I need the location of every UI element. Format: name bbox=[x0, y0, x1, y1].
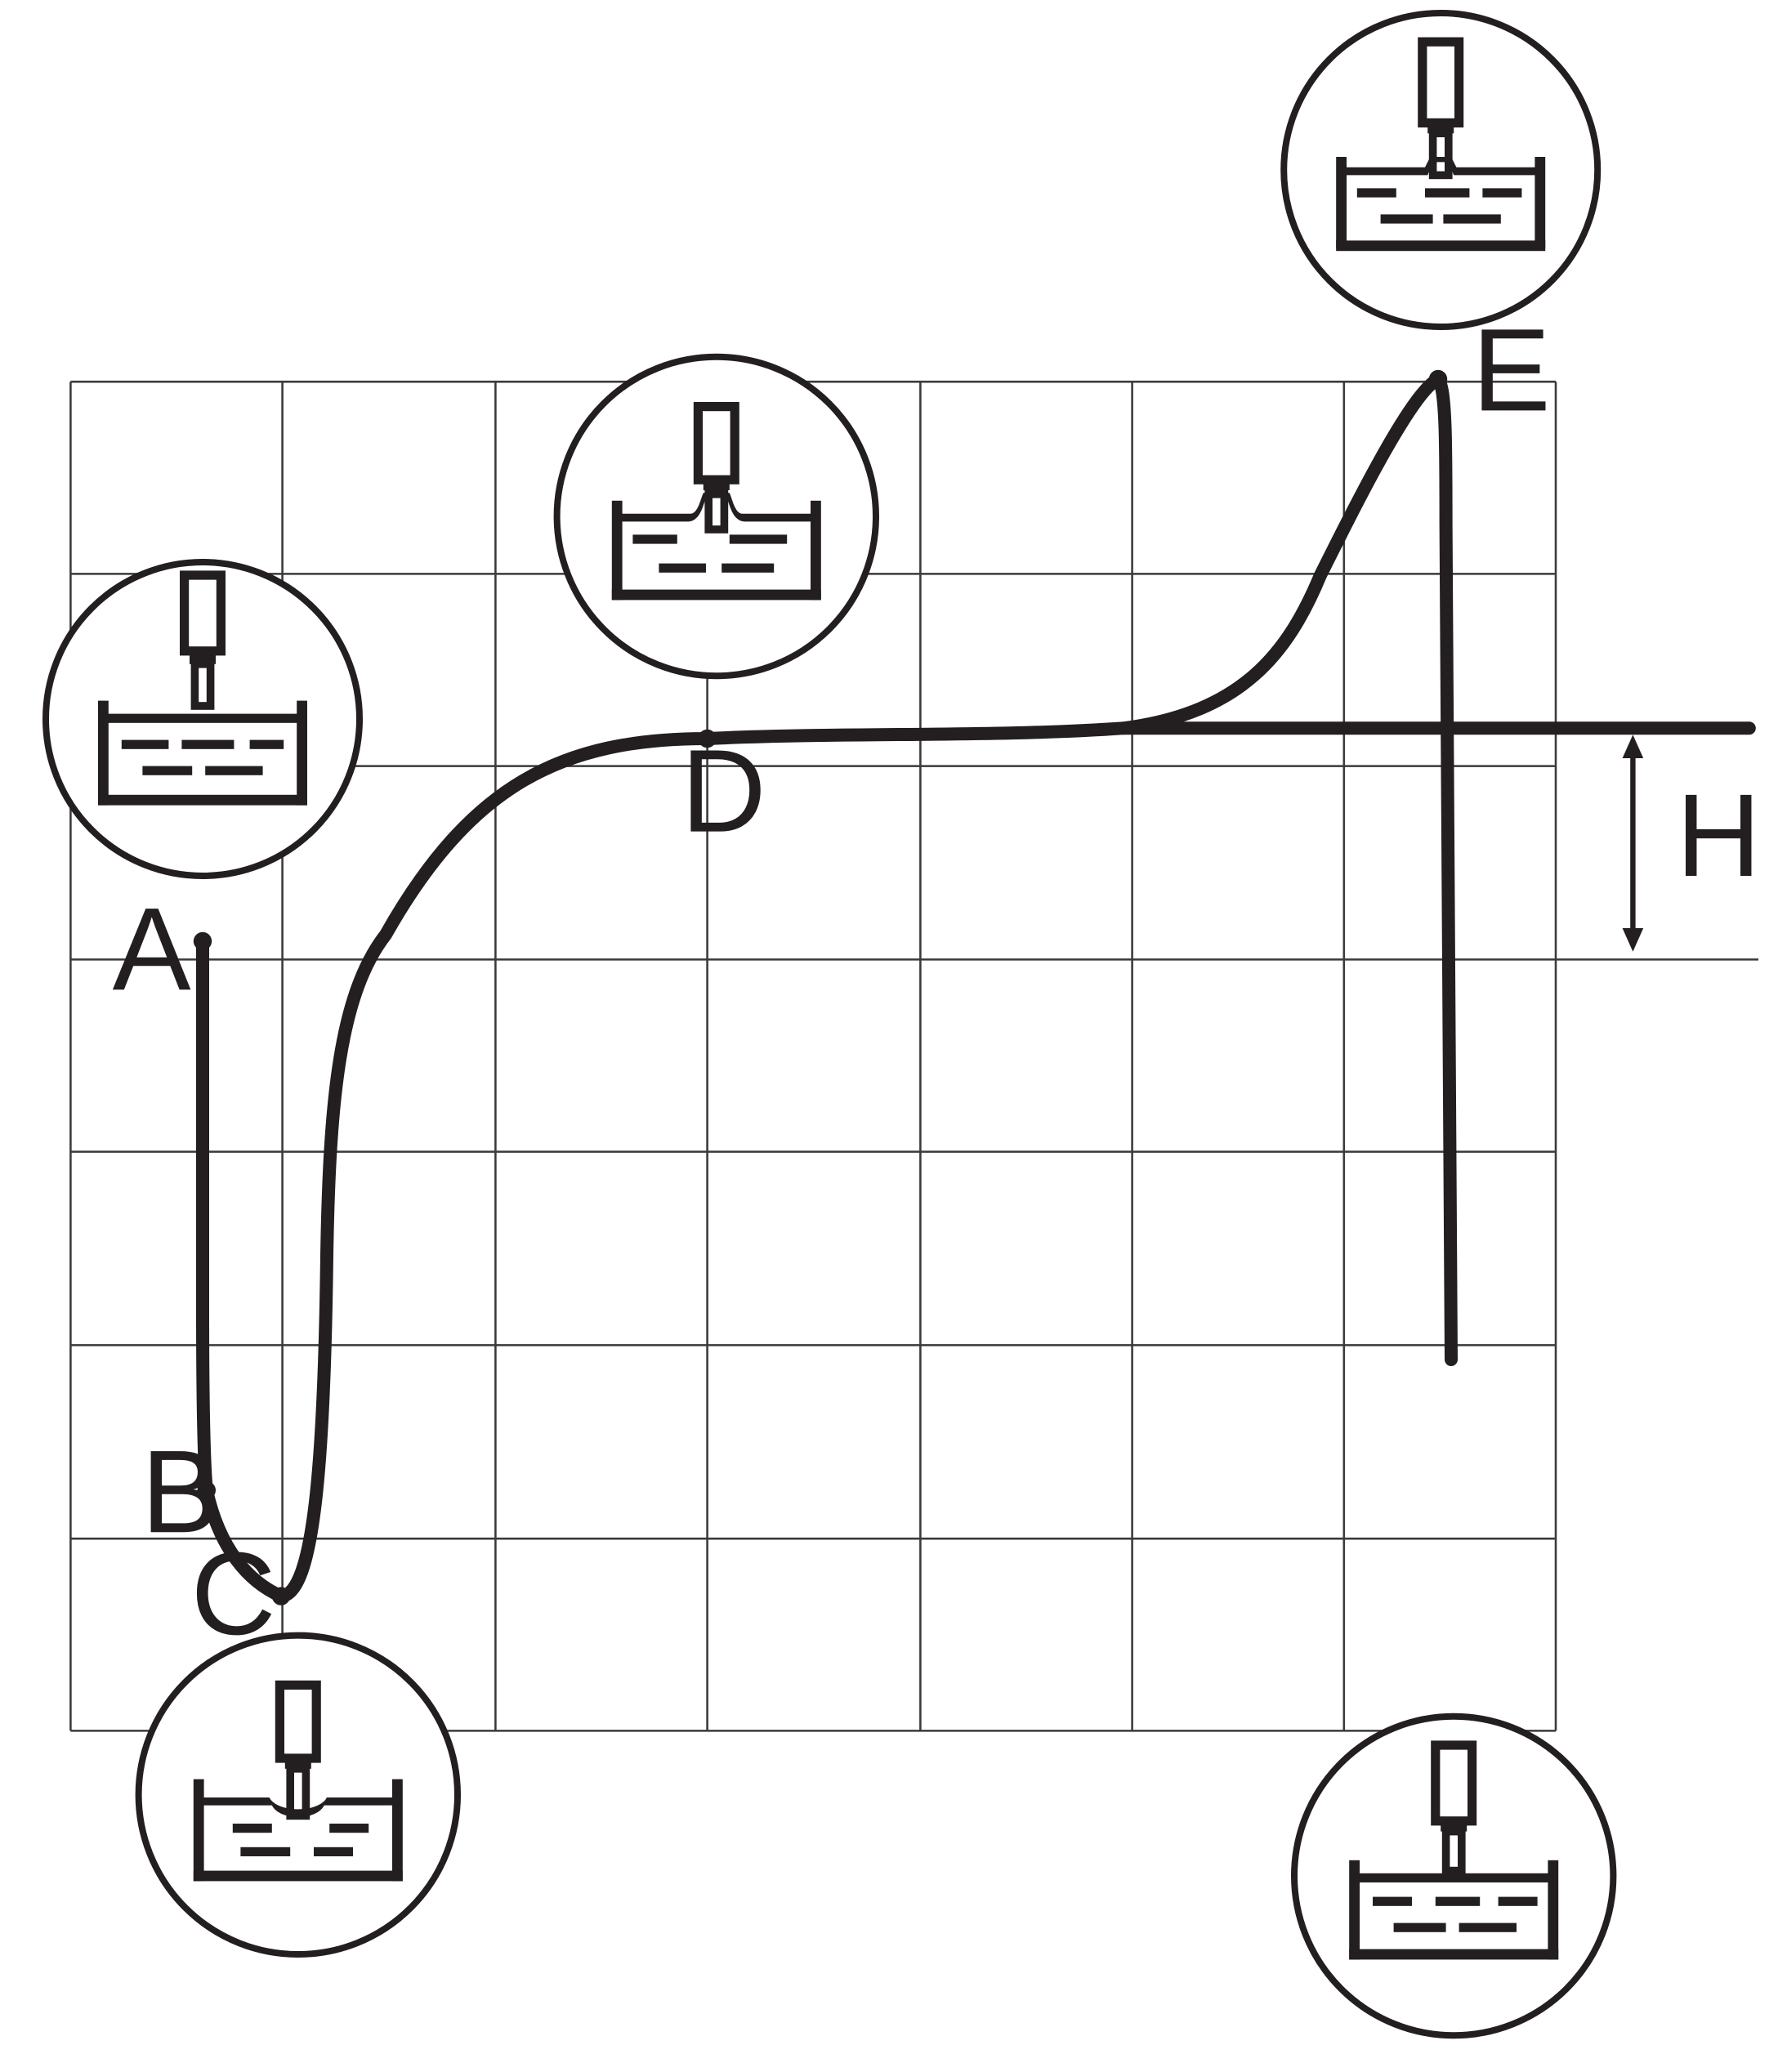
point-c-marker bbox=[271, 1587, 291, 1605]
probe-above-sample-icon bbox=[42, 559, 363, 879]
point-a-label: A bbox=[113, 883, 191, 1015]
point-a-marker bbox=[193, 931, 212, 951]
force-curve bbox=[196, 373, 1458, 1603]
point-d-label: D bbox=[681, 726, 766, 857]
probe-indenting-sample-icon bbox=[135, 1632, 461, 1958]
point-e-marker bbox=[1428, 369, 1448, 389]
point-e-label: E bbox=[1472, 304, 1551, 435]
h-dimension-label: H bbox=[1676, 770, 1761, 901]
probe-retracted-sample-icon bbox=[1291, 1713, 1617, 2039]
probe-adhered-sample-icon bbox=[553, 353, 879, 680]
probe-lifted-sample-icon bbox=[1280, 10, 1602, 330]
grid bbox=[69, 380, 1758, 1732]
point-b-marker bbox=[197, 1480, 216, 1500]
point-d-marker bbox=[698, 729, 717, 748]
point-b-label: B bbox=[141, 1426, 220, 1557]
h-dimension-arrow bbox=[1622, 735, 1644, 952]
